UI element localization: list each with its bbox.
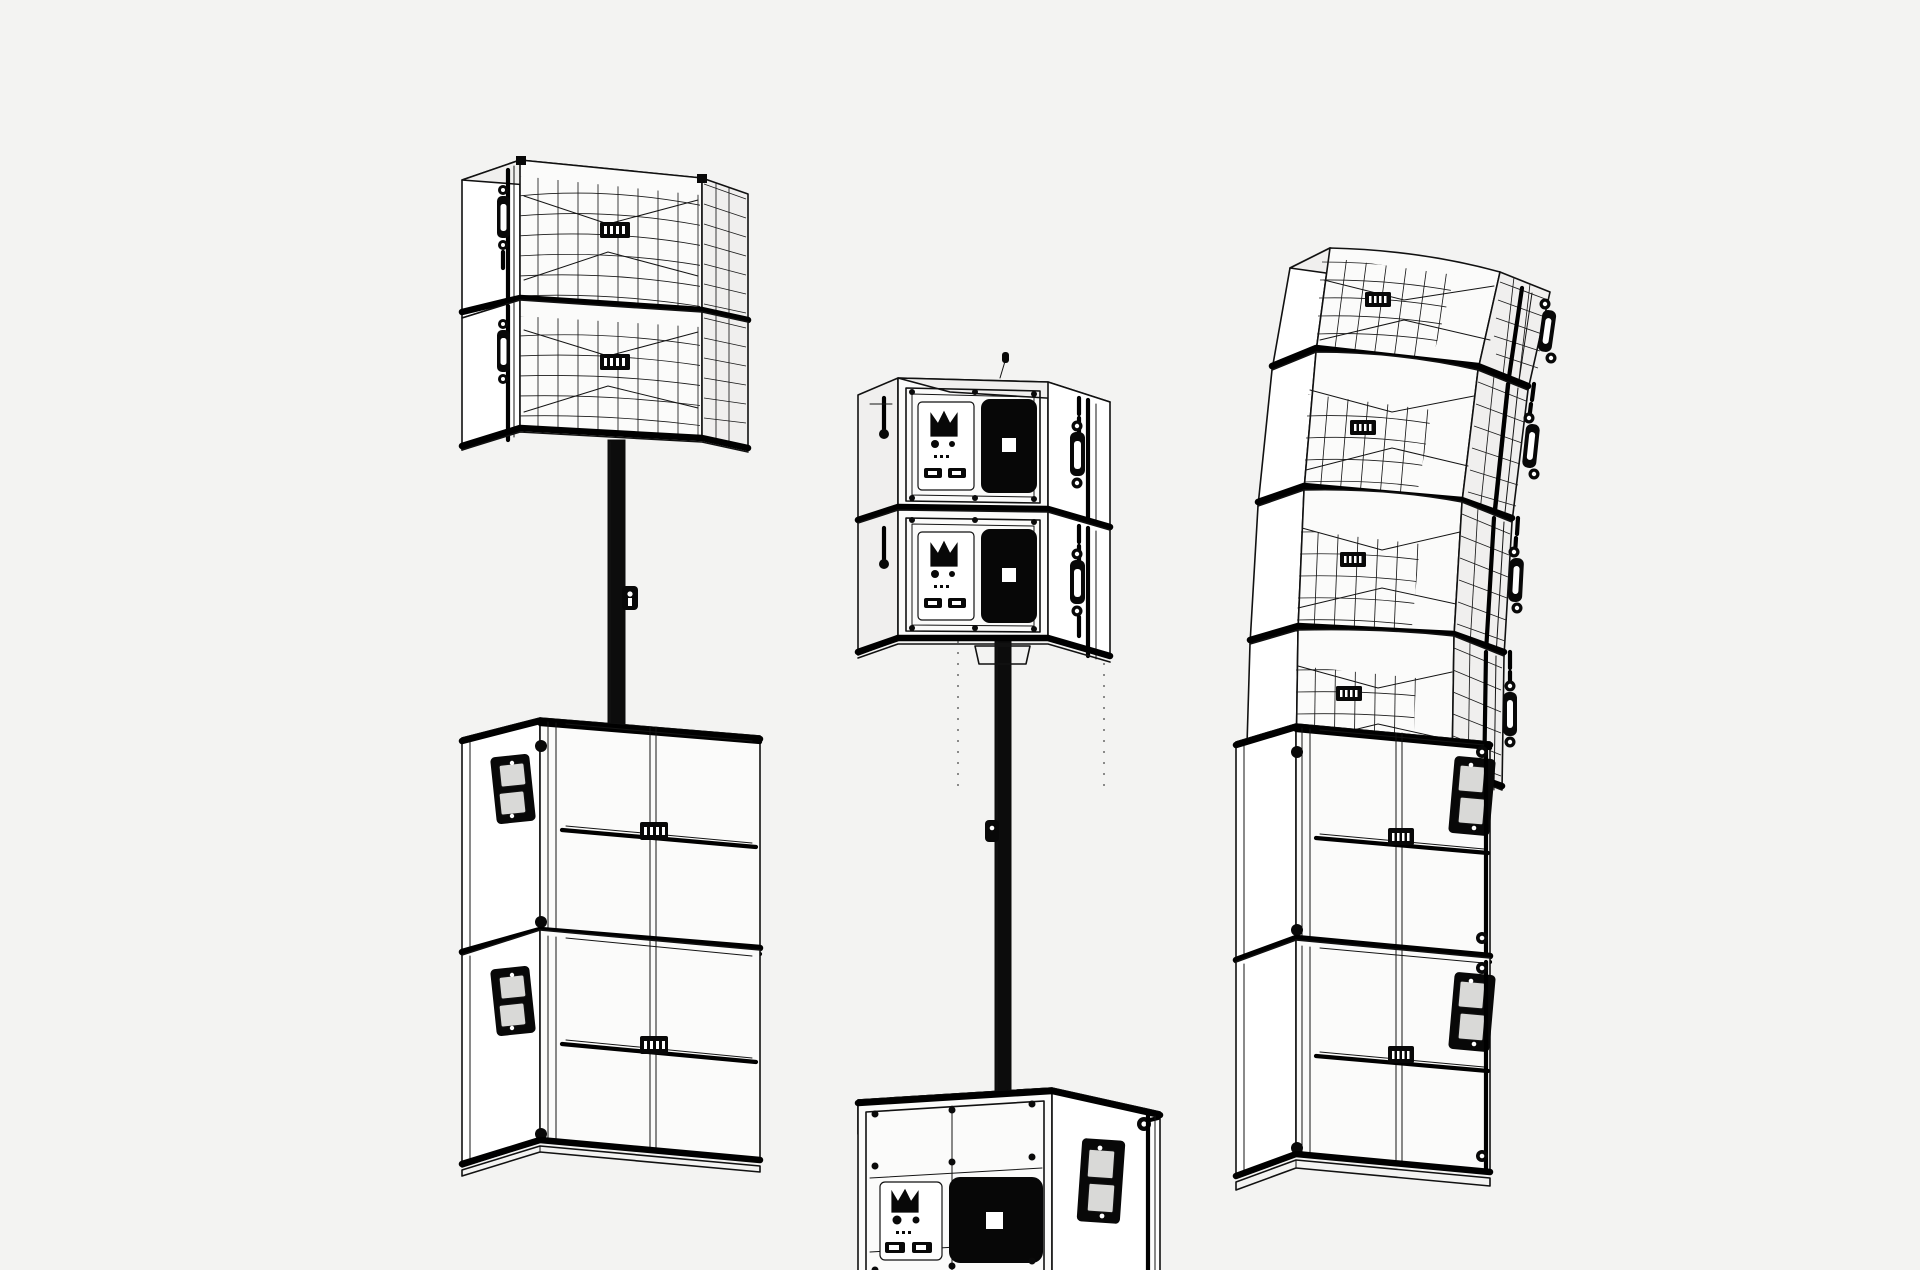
jbl-badge-rbox2 xyxy=(1350,420,1376,435)
rbox1-grille-mesh xyxy=(1316,255,1455,363)
sub-lower-left-side xyxy=(461,929,541,1168)
rigging-rbox1[interactable] xyxy=(1505,285,1557,389)
rigging-rbox2[interactable] xyxy=(1491,381,1540,523)
cbox1-fasteners xyxy=(909,389,1037,502)
box-bottom-edge-left xyxy=(461,431,749,453)
jbl-badge-sub-lower xyxy=(640,1036,668,1054)
rigging-rbox3[interactable] xyxy=(1483,515,1524,657)
handle-sub-lower-left[interactable] xyxy=(490,965,536,1037)
rsub-lower-left-side xyxy=(1235,939,1297,1179)
handle-rsub-lower-right[interactable] xyxy=(1448,972,1496,1052)
jbl-badge-rbox4 xyxy=(1336,686,1362,701)
rsub-lower-midbar xyxy=(1313,1053,1491,1074)
cbox2-left-wing xyxy=(857,509,899,656)
connector-plate-csub[interactable] xyxy=(879,1181,943,1261)
rbox3-left-side xyxy=(1249,489,1305,645)
jbl-badge-box1 xyxy=(600,222,630,238)
assembly-right-curved-array xyxy=(1232,247,1557,1191)
sub-upper-left-side xyxy=(461,717,541,956)
top-pin-cbox1 xyxy=(999,352,1009,379)
rbox3-waveguide xyxy=(1297,527,1461,609)
connector-plate-cbox1[interactable] xyxy=(917,401,975,491)
rsub-upper-midbar xyxy=(1313,835,1491,856)
box1-grille-mesh xyxy=(520,176,700,310)
rigging-rail-box1[interactable] xyxy=(497,165,515,309)
rigging-chain-cbox1[interactable] xyxy=(1070,395,1097,532)
rsub-lower-bottom-bar xyxy=(1232,1150,1494,1180)
subwoofer-right-lower xyxy=(1232,939,1496,1191)
line-array-box-right-3 xyxy=(1249,488,1524,657)
corner-fitting-1 xyxy=(535,740,547,752)
pole-receiver-cup xyxy=(974,645,1031,665)
cbox1-left-wing xyxy=(857,377,899,524)
line-array-box-left-1 xyxy=(461,156,749,323)
rbox2-front-grille xyxy=(1303,351,1479,503)
box2-right-wing xyxy=(701,311,749,451)
rbox2-waveguide xyxy=(1305,389,1475,471)
assembly-left-pole-stack xyxy=(458,156,764,1177)
cbox2-bottom-bar xyxy=(854,634,1114,660)
handle-csub-right[interactable] xyxy=(1076,1138,1126,1224)
line-array-box-center-2 xyxy=(854,509,1114,665)
box1-wing-mesh xyxy=(703,183,747,319)
rigging-guide-lines xyxy=(957,630,1105,790)
line-array-box-center-1 xyxy=(857,352,1111,532)
rigging-chain-cbox2[interactable] xyxy=(1070,523,1097,660)
jbl-badge-rsub-upper xyxy=(1388,828,1414,845)
cbox2-rim xyxy=(905,517,1041,633)
cbox2-fasteners xyxy=(909,517,1037,632)
rbox3-front-grille xyxy=(1297,488,1463,637)
pole-adjustment-knob[interactable] xyxy=(622,586,638,610)
rsub-upper-edge-latches[interactable] xyxy=(1476,743,1489,957)
rsub-upper-bottom-bar xyxy=(1232,934,1494,964)
subwoofer-left-upper xyxy=(458,717,764,957)
csub-fasteners xyxy=(871,1100,1036,1270)
rsub-lower-edge-latches[interactable] xyxy=(1476,959,1489,1175)
corner-fitting-2 xyxy=(535,916,547,928)
subwoofer-center xyxy=(854,1087,1164,1270)
jbl-badge-box2 xyxy=(600,354,630,370)
box1-corner-caps xyxy=(516,156,707,183)
handle-sub-upper-left[interactable] xyxy=(490,753,536,825)
csub-rim xyxy=(865,1100,1045,1270)
jbl-badge-rbox1 xyxy=(1365,292,1391,307)
jbl-badge-sub-upper xyxy=(640,822,668,840)
side-latch-cbox2[interactable] xyxy=(879,525,889,569)
bass-port-csub xyxy=(949,1177,1043,1263)
box-joint-bar-center xyxy=(854,503,1114,531)
cbox2-bottom-edge xyxy=(857,643,1111,663)
sub-lower-bottom-bar xyxy=(458,1136,764,1168)
box-joint-bar-left-1 xyxy=(458,294,752,324)
cbox1-rim xyxy=(905,387,1041,504)
rigging-rail-box2[interactable] xyxy=(497,302,515,443)
bass-port-cbox1 xyxy=(981,399,1037,493)
speaker-pole-left xyxy=(607,439,638,751)
csub-left-latch[interactable] xyxy=(1145,1109,1156,1270)
connector-plate-cbox2[interactable] xyxy=(917,531,975,621)
bass-port-cbox2 xyxy=(981,529,1037,623)
subwoofer-right-upper xyxy=(1232,723,1496,965)
box-bottom-bar-left xyxy=(458,424,752,452)
line-array-box-right-1 xyxy=(1271,247,1557,391)
subwoofer-left-lower xyxy=(458,929,764,1177)
jbl-badge-rsub-lower xyxy=(1388,1046,1414,1063)
rbox1-waveguide xyxy=(1319,279,1495,341)
pole-adjustment-knob-center[interactable] xyxy=(985,820,999,842)
handle-rsub-upper-right[interactable] xyxy=(1448,756,1496,836)
speaker-pole-center xyxy=(985,629,1012,1101)
jbl-badge-rbox3 xyxy=(1340,552,1366,567)
rbox1-wing-mesh xyxy=(1493,276,1549,389)
box2-wing-mesh xyxy=(703,315,747,447)
assembly-center-pole-stack xyxy=(854,352,1164,1270)
line-array-box-right-2 xyxy=(1257,351,1540,523)
side-latch-cbox1[interactable] xyxy=(869,395,893,439)
line-array-box-left-2 xyxy=(458,299,752,453)
rsub-upper-left-side xyxy=(1235,723,1297,963)
